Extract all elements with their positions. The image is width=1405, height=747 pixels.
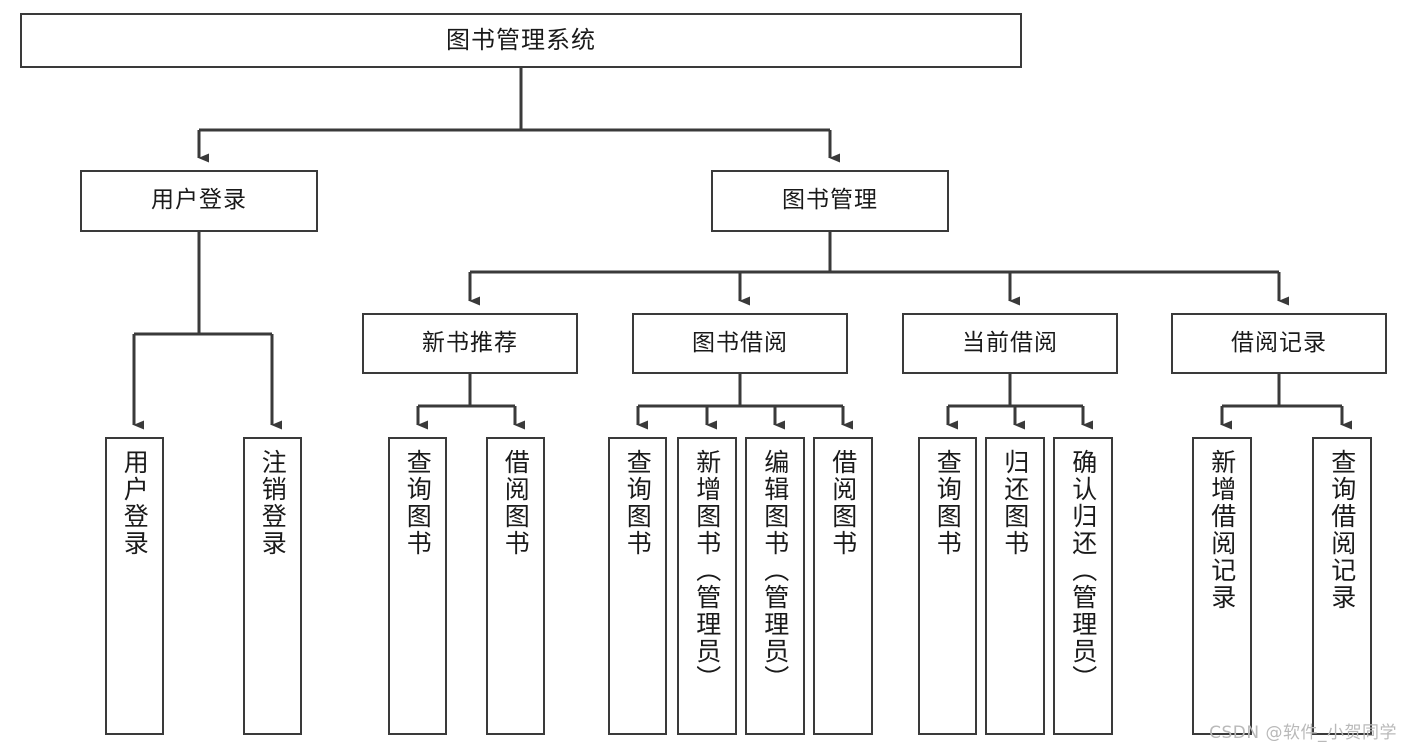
node-book-management[interactable]: 图书管理 (711, 170, 949, 232)
leaf-record-query-record[interactable]: 查询借阅记录 (1312, 437, 1372, 735)
leaf-borrow-query-book[interactable]: 查询图书 (608, 437, 667, 735)
leaf-user-login-logout[interactable]: 注销登录 (243, 437, 302, 735)
node-current-borrow[interactable]: 当前借阅 (902, 313, 1118, 374)
leaf-label: 查询图书 (403, 449, 433, 557)
leaf-label: 借阅图书 (501, 449, 531, 557)
node-root-system[interactable]: 图书管理系统 (20, 13, 1022, 68)
leaf-label: 注销登录 (258, 449, 288, 557)
leaf-label: 确认归还（管理员） (1068, 449, 1098, 692)
node-borrow-record[interactable]: 借阅记录 (1171, 313, 1387, 374)
node-new-book-recommend[interactable]: 新书推荐 (362, 313, 578, 374)
leaf-label: 查询借阅记录 (1327, 449, 1357, 611)
leaf-label: 新增借阅记录 (1207, 449, 1237, 611)
leaf-current-return-book[interactable]: 归还图书 (985, 437, 1045, 735)
leaf-label: 编辑图书（管理员） (760, 449, 790, 692)
leaf-label: 借阅图书 (828, 449, 858, 557)
node-user-login[interactable]: 用户登录 (80, 170, 318, 232)
leaf-current-confirm-return[interactable]: 确认归还（管理员） (1053, 437, 1113, 735)
leaf-record-add-record[interactable]: 新增借阅记录 (1192, 437, 1252, 735)
leaf-recommend-query-book[interactable]: 查询图书 (388, 437, 447, 735)
leaf-label: 新增图书（管理员） (692, 449, 722, 692)
watermark-text: CSDN @软件_小贺同学 (1209, 723, 1397, 743)
leaf-borrow-edit-book[interactable]: 编辑图书（管理员） (745, 437, 805, 735)
leaf-label: 查询图书 (933, 449, 963, 557)
leaf-label: 归还图书 (1000, 449, 1030, 557)
leaf-user-login-login[interactable]: 用户登录 (105, 437, 164, 735)
leaf-recommend-borrow-book[interactable]: 借阅图书 (486, 437, 545, 735)
leaf-label: 用户登录 (120, 449, 150, 557)
node-book-borrow[interactable]: 图书借阅 (632, 313, 848, 374)
leaf-label: 查询图书 (623, 449, 653, 557)
leaf-borrow-add-book[interactable]: 新增图书（管理员） (677, 437, 737, 735)
leaf-current-query-book[interactable]: 查询图书 (918, 437, 977, 735)
leaf-borrow-borrow-book[interactable]: 借阅图书 (813, 437, 873, 735)
